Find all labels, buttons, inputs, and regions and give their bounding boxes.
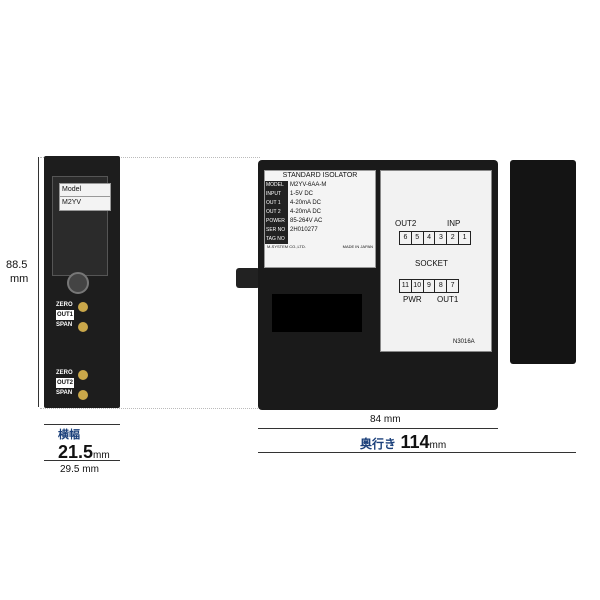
din-socket bbox=[510, 160, 576, 364]
depth-label: 84 mm bbox=[370, 414, 401, 425]
zero-trimmer-2[interactable] bbox=[78, 370, 88, 380]
zero-trimmer-1[interactable] bbox=[78, 302, 88, 312]
span-trimmer-1[interactable] bbox=[78, 322, 88, 332]
front-window: Model M2YV bbox=[52, 176, 111, 276]
model-label: Model M2YV bbox=[59, 183, 111, 211]
terminal-panel: OUT2 INP 6 5 4 3 2 1 SOCKET 11 10 9 8 7 … bbox=[380, 170, 492, 352]
terminal-top-row: 6 5 4 3 2 1 bbox=[399, 231, 471, 245]
terminal-bottom-row: 11 10 9 8 7 bbox=[399, 279, 459, 293]
side-connector bbox=[236, 268, 260, 288]
controls-out2: ZERO OUT2 SPAN bbox=[56, 370, 75, 396]
top-guide-line bbox=[40, 157, 260, 158]
depth-arrow bbox=[258, 428, 498, 429]
width-arrow bbox=[44, 424, 120, 425]
bottom-guide-line bbox=[40, 408, 260, 409]
total-depth-arrow bbox=[258, 452, 576, 453]
controls-out1: ZERO OUT1 SPAN bbox=[56, 302, 75, 328]
total-width-arrow bbox=[44, 460, 120, 461]
front-screw-knob[interactable] bbox=[67, 272, 89, 294]
height-dimension: 88.5 mm bbox=[6, 259, 29, 285]
side-window bbox=[272, 294, 362, 332]
spec-row: TAG NO bbox=[265, 235, 375, 244]
height-arrow bbox=[38, 157, 39, 407]
total-width-label: 29.5 mm bbox=[60, 464, 99, 475]
span-trimmer-2[interactable] bbox=[78, 390, 88, 400]
total-depth-dimension: 奥行き 114mm bbox=[360, 432, 447, 452]
front-module: Model M2YV ZERO OUT1 SPAN ZERO OUT2 SPAN bbox=[44, 156, 120, 408]
width-dimension: 横幅 21.5mm bbox=[58, 429, 110, 462]
